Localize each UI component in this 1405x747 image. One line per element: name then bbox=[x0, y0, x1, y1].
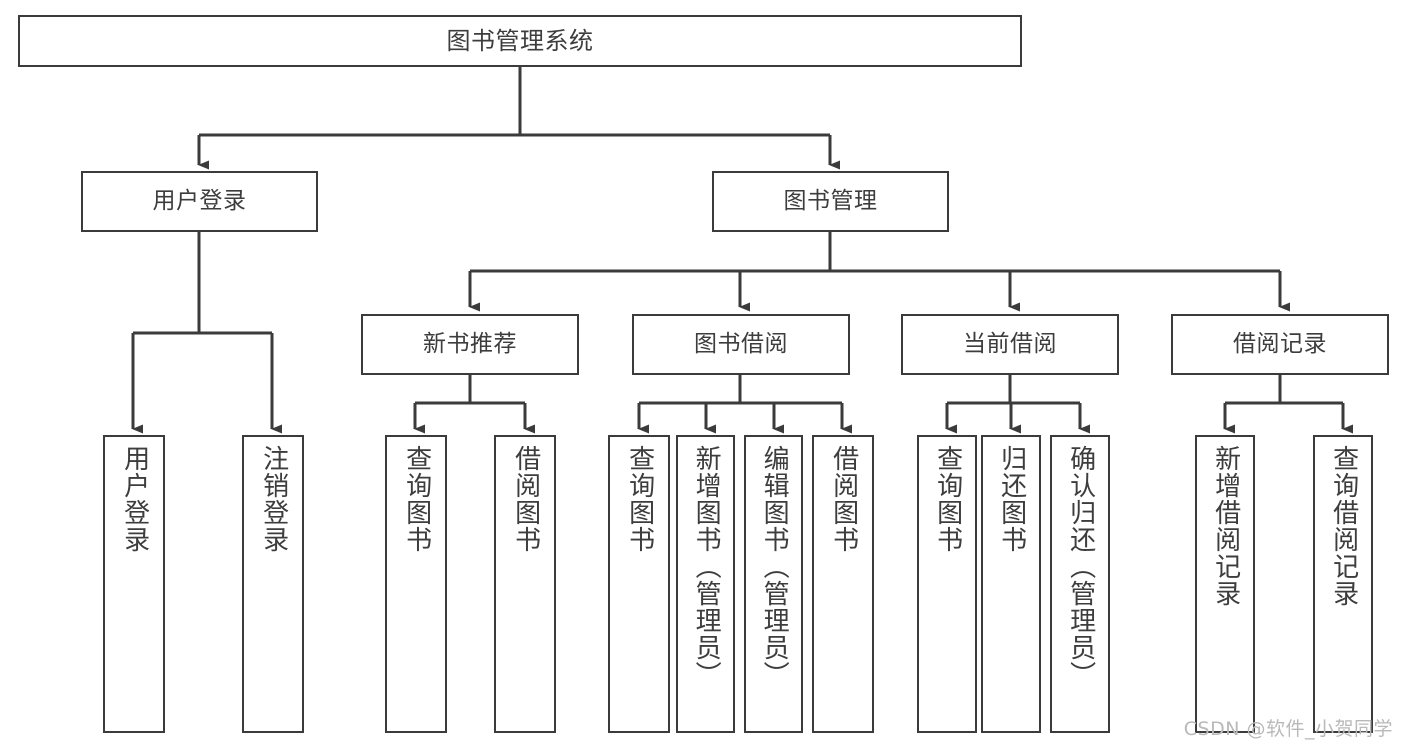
node-leaf-query-book-1[interactable]: 查询图书 bbox=[385, 435, 447, 733]
node-leaf-user-login[interactable]: 用户登录 bbox=[103, 435, 165, 733]
node-borrow-record-label: 借阅记录 bbox=[1233, 330, 1327, 357]
node-leaf-user-login-label: 用户登录 bbox=[119, 445, 150, 553]
csdn-watermark: CSDN @软件_小贺同学 bbox=[1183, 718, 1393, 740]
node-user-login-label: 用户登录 bbox=[152, 187, 247, 214]
node-leaf-query-book-2-label: 查询图书 bbox=[624, 445, 655, 553]
node-root[interactable]: 图书管理系统 bbox=[18, 15, 1022, 67]
node-borrow-record[interactable]: 借阅记录 bbox=[1171, 314, 1389, 375]
node-leaf-confirm-return-admin[interactable]: 确认归还（管理员） bbox=[1050, 435, 1110, 733]
node-leaf-query-book-2[interactable]: 查询图书 bbox=[608, 435, 670, 733]
node-leaf-edit-book-admin-label: 编辑图书（管理员） bbox=[759, 445, 790, 688]
node-leaf-query-book-3[interactable]: 查询图书 bbox=[917, 435, 977, 733]
node-current-borrow-label: 当前借阅 bbox=[963, 330, 1057, 357]
node-leaf-query-book-3-label: 查询图书 bbox=[932, 445, 963, 553]
node-leaf-add-book-admin[interactable]: 新增图书（管理员） bbox=[676, 435, 735, 733]
node-leaf-add-borrow-record[interactable]: 新增借阅记录 bbox=[1195, 435, 1255, 733]
node-leaf-confirm-return-admin-label: 确认归还（管理员） bbox=[1065, 445, 1096, 688]
node-leaf-return-book[interactable]: 归还图书 bbox=[981, 435, 1041, 733]
node-book-manage-label: 图书管理 bbox=[783, 187, 878, 214]
node-leaf-logout-login[interactable]: 注销登录 bbox=[242, 435, 304, 733]
node-leaf-add-book-admin-label: 新增图书（管理员） bbox=[691, 445, 722, 688]
node-leaf-borrow-book-1[interactable]: 借阅图书 bbox=[494, 435, 556, 733]
node-new-book-recommend-label: 新书推荐 bbox=[423, 330, 517, 357]
node-leaf-query-borrow-record-label: 查询借阅记录 bbox=[1328, 445, 1359, 607]
node-leaf-query-book-1-label: 查询图书 bbox=[401, 445, 432, 553]
node-user-login[interactable]: 用户登录 bbox=[81, 171, 318, 232]
node-book-manage[interactable]: 图书管理 bbox=[712, 171, 949, 232]
node-new-book-recommend[interactable]: 新书推荐 bbox=[361, 314, 579, 375]
node-leaf-edit-book-admin[interactable]: 编辑图书（管理员） bbox=[744, 435, 803, 733]
node-leaf-query-borrow-record[interactable]: 查询借阅记录 bbox=[1313, 435, 1373, 733]
node-root-label: 图书管理系统 bbox=[446, 26, 594, 55]
node-book-borrow[interactable]: 图书借阅 bbox=[632, 314, 850, 375]
node-leaf-add-borrow-record-label: 新增借阅记录 bbox=[1210, 445, 1241, 607]
node-leaf-borrow-book-1-label: 借阅图书 bbox=[510, 445, 541, 553]
node-book-borrow-label: 图书借阅 bbox=[694, 330, 788, 357]
node-leaf-return-book-label: 归还图书 bbox=[996, 445, 1027, 553]
node-leaf-logout-login-label: 注销登录 bbox=[258, 445, 289, 553]
node-leaf-borrow-book-2[interactable]: 借阅图书 bbox=[812, 435, 874, 733]
node-current-borrow[interactable]: 当前借阅 bbox=[901, 314, 1119, 375]
node-leaf-borrow-book-2-label: 借阅图书 bbox=[828, 445, 859, 553]
